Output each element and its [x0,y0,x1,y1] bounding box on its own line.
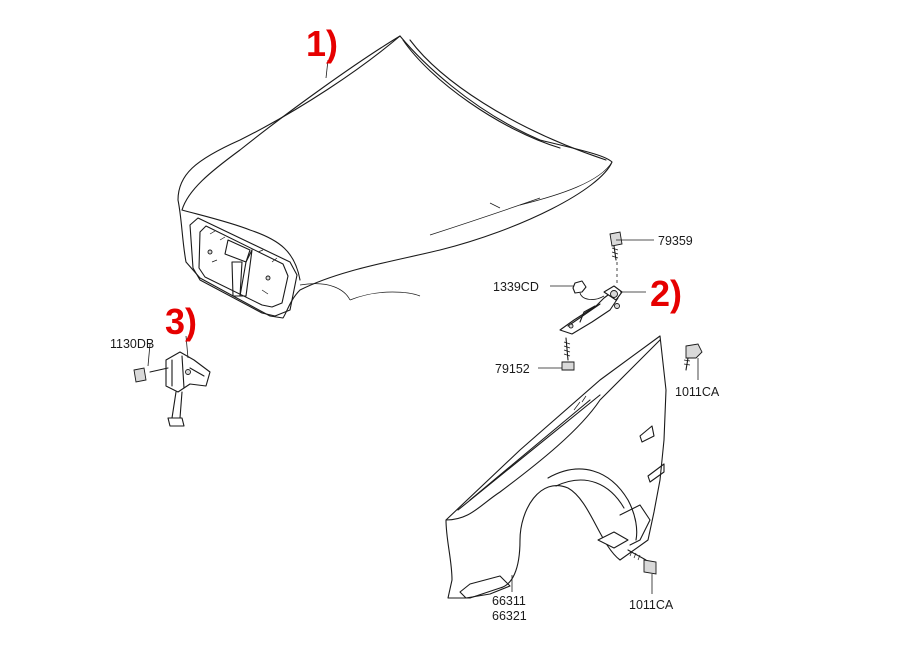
label-66321: 66321 [492,609,527,623]
label-79359: 79359 [658,234,693,248]
hinge-bolt-79359 [609,231,623,286]
fender-bolt-top [683,343,703,380]
label-1339cd: 1339CD [493,280,539,294]
label-1011ca-bottom: 1011CA [629,598,674,612]
callout-2: 2) [650,273,682,314]
hood-panel [177,35,613,319]
label-1130db: 1130DB [110,337,154,351]
fender-panel [445,335,667,599]
callout-3: 3) [165,301,197,342]
callout-1: 1) [306,23,338,64]
hinge-nut-1339cd [572,280,605,300]
hinge-bolt-79152 [561,337,575,371]
label-79152: 79152 [495,362,530,376]
leader-lines [185,59,654,592]
label-1011ca-top: 1011CA [675,385,720,399]
label-66311: 66311 [492,594,526,608]
hood-hinge [559,285,623,335]
fender-bolt-bottom [627,549,657,594]
hood-latch [133,343,211,427]
